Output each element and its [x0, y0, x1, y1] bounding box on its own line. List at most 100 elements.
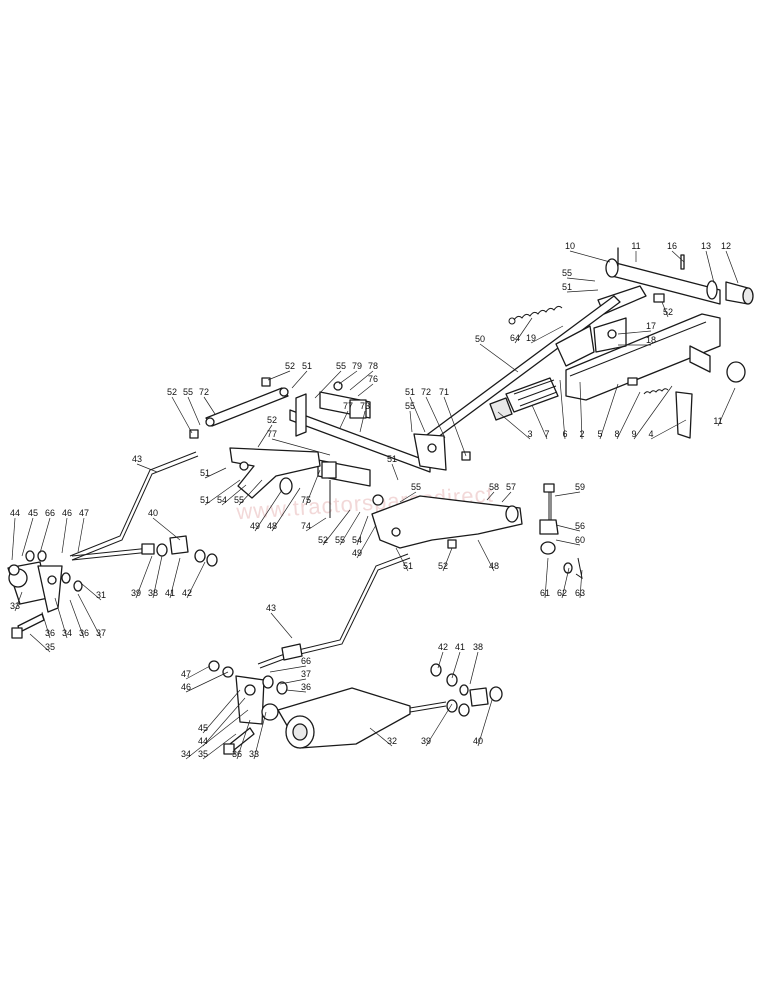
callout-number: 35 [198, 749, 208, 759]
callout-leader [171, 396, 193, 434]
callout-number: 71 [439, 387, 449, 397]
callout-leader [152, 555, 163, 599]
lower-ball-joint-assembly [208, 660, 288, 755]
callout-leader [479, 343, 519, 373]
callout-number: 78 [368, 361, 378, 371]
callout-number: 55 [562, 268, 572, 278]
cross-shaft-assembly [289, 381, 471, 518]
callout-leader [81, 583, 102, 601]
callout-leader [221, 484, 247, 506]
callout-number: 54 [352, 535, 362, 545]
callout-number: 40 [148, 508, 158, 518]
callout-leader [14, 591, 23, 612]
callout-leader [409, 396, 426, 433]
callout-leader [267, 370, 291, 381]
callout-number: 51 [405, 387, 415, 397]
callout-number: 36 [45, 628, 55, 638]
callout-number: 44 [10, 508, 20, 518]
callout-leader [279, 678, 307, 685]
callout-leader [236, 719, 251, 760]
control-rod-lower [257, 553, 411, 669]
callout-leader [497, 411, 531, 440]
callout-leader [21, 517, 34, 557]
callout-number: 4 [648, 429, 653, 439]
callout-number: 11 [631, 241, 640, 251]
callout-number: 34 [181, 749, 191, 759]
callout-leader [257, 424, 273, 448]
lever-left [229, 447, 321, 499]
callout-leader [579, 381, 583, 440]
callout-leader [477, 539, 495, 572]
callout-number: 46 [62, 508, 72, 518]
callout-number: 59 [575, 482, 585, 492]
callout-leader [185, 671, 229, 693]
callout-leader [204, 479, 241, 506]
pivot-hardware [539, 483, 583, 580]
left-ball-joint-assembly [7, 550, 83, 639]
callout-number: 55 [336, 361, 346, 371]
callout-leader [554, 491, 581, 497]
callout-number: 43 [132, 454, 142, 464]
callout-leader [339, 511, 361, 546]
callout-number: 45 [28, 508, 38, 518]
callout-number: 43 [266, 603, 276, 613]
callout-number: 34 [62, 628, 72, 638]
end-cap [726, 361, 746, 383]
callout-leader [599, 383, 619, 440]
callout-number: 51 [200, 495, 210, 505]
callout-number: 48 [489, 561, 499, 571]
callout-leader [579, 569, 583, 599]
callout-leader [569, 250, 611, 263]
callout-leader [152, 517, 181, 541]
callout-number: 18 [646, 335, 656, 345]
callout-leader [305, 469, 321, 506]
callout-number: 61 [540, 588, 550, 598]
callout-number: 55 [183, 387, 193, 397]
callout-number: 41 [455, 642, 465, 652]
callout-number: 16 [667, 241, 677, 251]
callout-number: 9 [631, 429, 636, 439]
callout-leader [566, 289, 599, 293]
callout-leader [41, 611, 51, 639]
callout-leader [271, 487, 301, 532]
callout-number: 66 [45, 508, 55, 518]
callout-number: 36 [301, 682, 311, 692]
callout-number: 42 [438, 642, 448, 652]
callout-leader [425, 703, 453, 747]
callout-number: 12 [721, 241, 731, 251]
callout-leader [530, 325, 564, 344]
callout-leader [561, 567, 570, 599]
callout-leader [369, 727, 393, 747]
callout-leader [269, 665, 307, 673]
callout-leader [135, 555, 153, 599]
callout-number: 3 [527, 429, 532, 439]
callout-number: 49 [352, 548, 362, 558]
callout-leader [531, 404, 548, 440]
callout-leader [616, 391, 641, 440]
callout-leader [169, 557, 181, 599]
callout-leader [451, 651, 461, 679]
callout-number: 56 [575, 521, 585, 531]
callout-number: 19 [526, 333, 536, 343]
callout-leader [270, 612, 293, 639]
callout-leader [437, 651, 444, 669]
callout-leader [544, 557, 549, 599]
callout-number: 64 [510, 333, 520, 343]
callout-number: 76 [368, 374, 378, 384]
pedal-shaft-assembly [605, 247, 754, 305]
callout-number: 57 [506, 482, 516, 492]
callout-number: 48 [267, 521, 277, 531]
callout-number: 52 [318, 535, 328, 545]
callout-leader [314, 370, 342, 399]
callout-number: 49 [250, 521, 260, 531]
callout-leader [633, 385, 673, 440]
callout-number: 47 [181, 669, 191, 679]
callout-leader [339, 410, 349, 429]
callout-number: 45 [198, 723, 208, 733]
control-rod-upper [69, 451, 218, 567]
callout-leader [39, 517, 51, 554]
callout-number: 7 [544, 429, 549, 439]
pedal-frame [565, 285, 721, 439]
